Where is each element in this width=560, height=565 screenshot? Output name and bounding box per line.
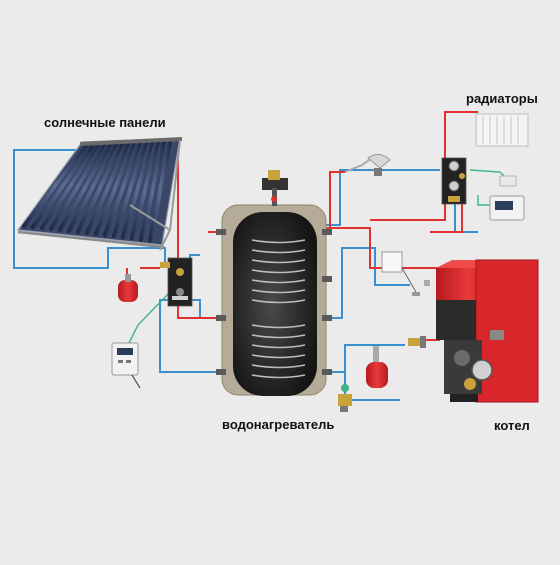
- solar-pump-group-icon: [160, 257, 193, 307]
- expansion-tank-icon: [118, 274, 138, 302]
- shower-head-icon: [344, 154, 391, 176]
- solar-controller-icon: [111, 342, 141, 389]
- boiler-icon: [436, 259, 539, 403]
- heating-controller-icon: [489, 175, 525, 221]
- radiator-icon: [475, 113, 529, 147]
- water-heater-label: водонагреватель: [222, 417, 335, 432]
- radiators-label: радиаторы: [466, 91, 538, 106]
- valve-icon: [338, 336, 426, 412]
- heating-pump-group-icon: [441, 157, 467, 205]
- water-heater-tank-icon: [216, 170, 332, 396]
- boiler-expansion-tank-icon: [366, 346, 388, 388]
- boiler-label: котел: [494, 418, 530, 433]
- room-sensor-icon: [381, 251, 430, 296]
- solar-panels-label: солнечные панели: [44, 115, 166, 130]
- solar-collector-icon: [16, 137, 183, 251]
